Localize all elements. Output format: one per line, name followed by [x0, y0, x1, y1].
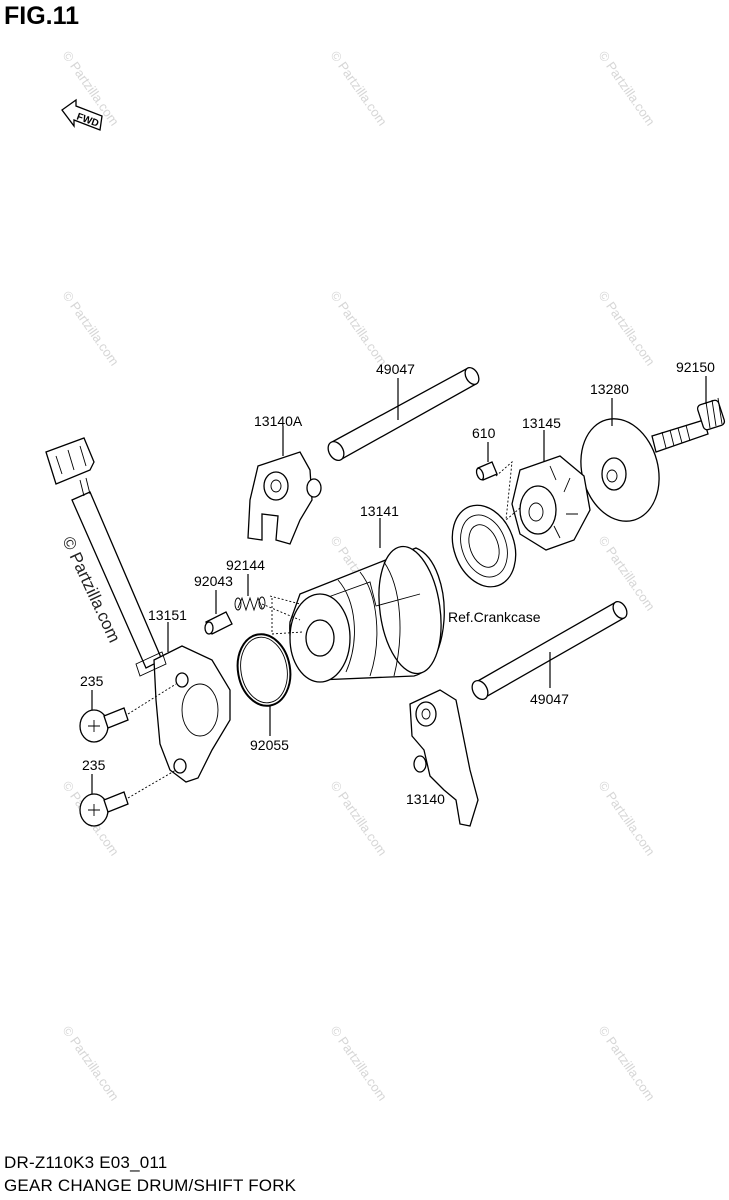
part-label-13151: 13151 [148, 607, 187, 623]
model-code: DR-Z110K3 E03_011 [4, 1153, 168, 1172]
part-label-49047-lower: 49047 [530, 691, 569, 707]
shift-fork-shaft-upper [327, 366, 480, 461]
shift-fork-shaft-lower [471, 600, 628, 700]
watermark: © Partzilla.com [596, 533, 659, 613]
bolt-92150 [651, 397, 726, 453]
watermark: © Partzilla.com [596, 1023, 659, 1103]
watermark: © Partzilla.com [596, 778, 659, 858]
ref-crankcase-label: Ref.Crankcase [448, 609, 541, 625]
part-label-13140: 13140 [406, 791, 445, 807]
part-label-92144: 92144 [226, 557, 265, 573]
part-label-13145: 13145 [522, 415, 561, 431]
bearing [451, 504, 517, 588]
part-label-13141: 13141 [360, 503, 399, 519]
watermark: © Partzilla.com [328, 288, 391, 368]
watermark: © Partzilla.com [60, 1023, 123, 1103]
shift-fork-13140 [409, 689, 479, 827]
part-label-235-upper: 235 [80, 673, 104, 689]
shift-cam-13145 [511, 455, 591, 551]
part-label-235-lower: 235 [82, 757, 106, 773]
screw-235-upper [79, 707, 129, 743]
part-label-92043: 92043 [194, 573, 233, 589]
o-ring-92055 [236, 633, 292, 707]
watermark: © Partzilla.com [328, 778, 391, 858]
part-label-13140A: 13140A [254, 413, 303, 429]
part-label-92150: 92150 [676, 359, 715, 375]
part-label-13280: 13280 [590, 381, 629, 397]
pin-610 [475, 461, 498, 481]
part-label-610: 610 [472, 425, 496, 441]
pin-92043 [204, 611, 233, 635]
part-label-49047-upper: 49047 [376, 361, 415, 377]
spring-92144 [234, 596, 266, 612]
screw-235-lower [79, 791, 129, 827]
watermark: © Partzilla.com [596, 288, 659, 368]
diagram-caption: GEAR CHANGE DRUM/SHIFT FORK [4, 1176, 297, 1195]
watermark: © Partzilla.com [328, 1023, 391, 1103]
watermark: © Partzilla.com [328, 48, 391, 128]
figure-title: FIG.11 [4, 2, 80, 30]
gear-position-switch-13151 [45, 437, 231, 783]
watermark: © Partzilla.com [60, 288, 123, 368]
shift-drum-13141 [289, 545, 445, 683]
watermark: © Partzilla.com [596, 48, 659, 128]
part-label-92055: 92055 [250, 737, 289, 753]
shift-fork-13140A [247, 451, 322, 545]
